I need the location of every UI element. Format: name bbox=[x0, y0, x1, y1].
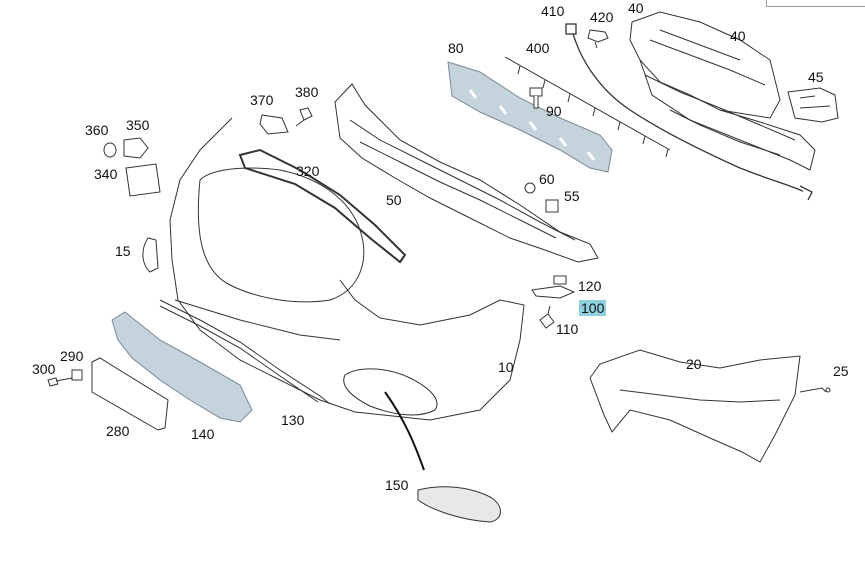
label-420: 420 bbox=[590, 9, 614, 25]
label-300: 300 bbox=[32, 361, 56, 377]
label-150: 150 bbox=[385, 477, 409, 493]
label-40-top: 40 bbox=[628, 0, 644, 16]
label-15: 15 bbox=[115, 243, 131, 259]
part-140-lower-grille bbox=[111, 311, 253, 423]
part-340-module bbox=[125, 163, 161, 197]
part-130-strip bbox=[159, 299, 331, 405]
label-25: 25 bbox=[833, 363, 849, 379]
label-410: 410 bbox=[541, 3, 565, 19]
label-340: 340 bbox=[94, 166, 118, 182]
label-60: 60 bbox=[539, 171, 555, 187]
label-370: 370 bbox=[250, 92, 274, 108]
label-290: 290 bbox=[60, 348, 84, 364]
label-55: 55 bbox=[564, 188, 580, 204]
part-45-bracket bbox=[787, 87, 839, 123]
part-55-clip bbox=[545, 199, 559, 213]
part-300-screw bbox=[47, 377, 73, 387]
label-45: 45 bbox=[808, 69, 824, 85]
label-80: 80 bbox=[448, 40, 464, 56]
part-370-sensor-holder bbox=[259, 114, 289, 135]
part-150-pointer bbox=[384, 391, 425, 471]
part-420-clip bbox=[587, 29, 609, 49]
label-350: 350 bbox=[126, 117, 150, 133]
part-410-wiring-harness bbox=[565, 23, 813, 201]
part-120-clip bbox=[553, 275, 567, 285]
part-320-seal-strip bbox=[238, 148, 407, 264]
part-40-absorber bbox=[629, 11, 816, 171]
part-380-screw bbox=[295, 107, 313, 127]
label-110: 110 bbox=[556, 321, 579, 337]
label-130: 130 bbox=[281, 412, 305, 428]
label-280: 280 bbox=[106, 423, 130, 439]
part-25-bolt bbox=[799, 387, 831, 393]
part-20-lower-carrier bbox=[589, 349, 801, 463]
label-100: 100 bbox=[579, 300, 607, 316]
label-10: 10 bbox=[498, 359, 514, 375]
label-140: 140 bbox=[191, 426, 215, 442]
part-150-grille-insert bbox=[417, 486, 501, 523]
part-80-absorber-strip bbox=[447, 61, 613, 173]
label-400: 400 bbox=[526, 40, 550, 56]
part-290-nut bbox=[71, 369, 83, 381]
part-10-bumper-cover bbox=[169, 117, 525, 421]
label-90: 90 bbox=[546, 103, 562, 119]
label-20: 20 bbox=[686, 356, 702, 372]
label-360: 360 bbox=[85, 122, 109, 138]
label-120: 120 bbox=[578, 278, 602, 294]
corner-frame bbox=[766, 0, 865, 7]
label-380: 380 bbox=[295, 84, 319, 100]
part-100-bracket bbox=[531, 285, 576, 299]
label-320: 320 bbox=[296, 163, 320, 179]
label-50: 50 bbox=[386, 192, 402, 208]
part-15-cap bbox=[142, 237, 159, 273]
part-400-reference-line bbox=[504, 56, 671, 158]
part-90-bolt bbox=[529, 87, 543, 109]
part-280-plate bbox=[91, 357, 169, 431]
part-60-nut bbox=[524, 182, 536, 194]
label-40-right: 40 bbox=[730, 28, 746, 44]
part-50-support bbox=[334, 83, 599, 263]
part-350-sensor bbox=[123, 137, 149, 159]
part-360-ring bbox=[103, 142, 117, 158]
part-110-screw bbox=[539, 305, 555, 329]
